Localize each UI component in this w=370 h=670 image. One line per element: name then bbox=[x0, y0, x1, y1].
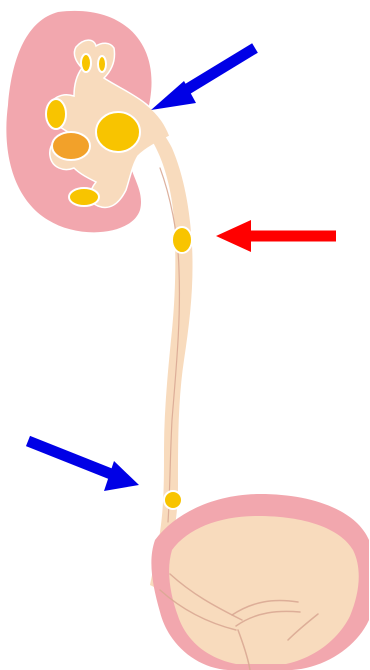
calyx-stone-upper-a bbox=[81, 54, 91, 72]
arrow-mid-ureter-head bbox=[216, 220, 251, 252]
calyx-stone-upper-left bbox=[46, 99, 66, 129]
arrow-lower-ureter-shaft bbox=[28, 441, 111, 474]
renal-pelvis-stone bbox=[96, 112, 140, 152]
mid-ureter-stone bbox=[172, 227, 192, 253]
distal-ureter-stone bbox=[164, 491, 182, 509]
calyx-stone-upper-b bbox=[98, 56, 106, 72]
arrow-pelvis bbox=[151, 48, 255, 110]
arrow-lower-ureter bbox=[28, 441, 139, 491]
arrow-mid-ureter bbox=[216, 220, 336, 252]
arrow-lower-ureter-head bbox=[104, 461, 139, 491]
calyx-stone-middle bbox=[52, 132, 90, 160]
calyx-stone-lower bbox=[69, 188, 99, 206]
bladder bbox=[151, 494, 369, 670]
